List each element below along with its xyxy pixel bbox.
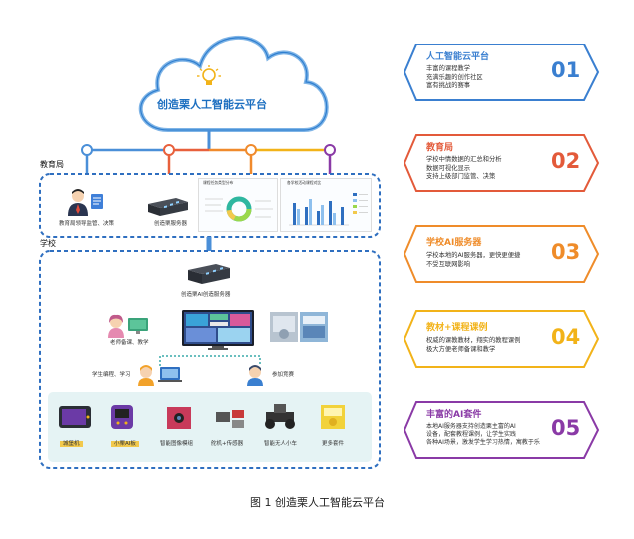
cloud-title: 创造栗人工智能云平台: [157, 98, 267, 111]
panel-01-number: 01: [551, 58, 581, 82]
dashboard-card-distribution: 课程任务类型分布: [198, 178, 278, 232]
teacher-label: 老师备课、教学: [110, 340, 149, 346]
bureau-label: 教育局: [40, 160, 64, 169]
contest-images: [270, 312, 330, 342]
device-label-image-module: 智能图像模组: [160, 441, 194, 447]
school-server-icon: [186, 262, 232, 286]
device-servo-sensor: [214, 406, 246, 430]
panel-03-number: 03: [551, 240, 581, 264]
smart-board-icon: [182, 310, 254, 350]
device-castle-machine: [58, 404, 92, 430]
panel-02-desc: 学校中情数据的汇总和分析数据可视化显示支持上级部门监管、决策: [426, 156, 502, 180]
panel-03-desc: 学校本地的AI服务器，更快更便捷不受互联网影响: [426, 252, 521, 268]
student-label: 学生编程、学习: [92, 372, 131, 378]
school-label: 学校: [40, 239, 56, 248]
panel-02-number: 02: [551, 149, 581, 173]
contestant-icon: [244, 364, 266, 386]
panel-04-number: 04: [551, 325, 581, 349]
bureau-leader-label: 教育局领导监管、决策: [59, 221, 115, 227]
chart-title-comparison: 各学校活动课程对比: [287, 180, 322, 185]
figure-caption: 图 1 创造栗人工智能云平台: [250, 496, 385, 509]
school-server-label: 创造栗AI创造服务器: [181, 292, 231, 298]
device-label-ai-board: 小栗AI板: [111, 441, 139, 448]
panel-04-desc: 权威的课教教材，翔实的教程课例极大方便老师备课和教学: [426, 337, 521, 353]
panel-05-number: 05: [551, 416, 581, 440]
cloud-shape: [138, 35, 329, 132]
panel-01-title: 人工智能云平台: [426, 52, 490, 62]
panel-04-title: 教材+课程课例: [426, 323, 488, 333]
chart-title-distribution: 课程任务类型分布: [203, 180, 234, 185]
device-image-module: [166, 406, 192, 430]
panel-shapes: [404, 44, 600, 459]
lightbulb-icon: [196, 64, 222, 90]
device-label-servo: 舵机+传感器: [211, 441, 244, 447]
dashboard-card-comparison: 各学校活动课程对比: [280, 178, 372, 232]
contest-label: 参加竞赛: [272, 372, 295, 378]
panel-01-desc: 丰富的课程教学充满乐趣的创作社区富有挑战的赛事: [426, 65, 483, 89]
device-label-castle: 城堡机: [60, 441, 83, 448]
branch-lines: [81, 144, 336, 174]
teacher-icon: [106, 314, 152, 338]
device-ai-board: [110, 404, 134, 430]
device-label-more: 更多套件: [322, 441, 345, 447]
panel-05-title: 丰富的AI套件: [426, 410, 482, 420]
panel-03-title: 学校AI服务器: [426, 238, 482, 248]
panel-02-title: 教育局: [426, 143, 454, 153]
leader-icon: [66, 188, 106, 216]
student-icon: [136, 364, 184, 386]
device-robot-car: [262, 402, 298, 430]
device-label-robot-car: 智能无人小车: [264, 441, 298, 447]
device-more-kits: [320, 404, 346, 430]
server-icon: [146, 196, 190, 218]
bureau-server-label: 创造栗服务器: [154, 221, 188, 227]
